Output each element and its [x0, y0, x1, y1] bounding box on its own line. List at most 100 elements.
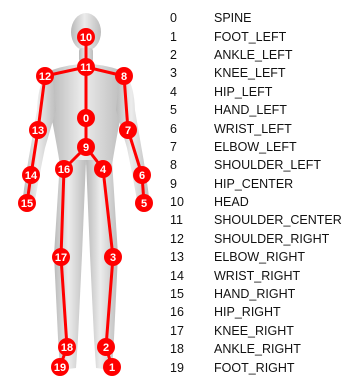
legend-joint-name: HIP_RIGHT: [214, 305, 281, 319]
joint-12: 12: [36, 67, 54, 85]
joint-number: 12: [39, 71, 51, 83]
joint-number: 8: [121, 71, 127, 83]
legend-index: 5: [170, 103, 214, 117]
legend-index: 15: [170, 287, 214, 301]
legend-joint-name: HEAD: [214, 195, 249, 209]
joint-number: 0: [83, 113, 89, 125]
legend-joint-name: HAND_LEFT: [214, 103, 287, 117]
joint-number: 13: [32, 125, 44, 137]
joint-number: 18: [61, 342, 73, 354]
legend-index: 9: [170, 177, 214, 191]
legend-index: 6: [170, 122, 214, 136]
legend-joint-name: SPINE: [214, 11, 252, 25]
legend-row: 3KNEE_LEFT: [170, 64, 342, 82]
joint-number: 10: [80, 32, 92, 44]
legend-index: 19: [170, 361, 214, 375]
legend-row: 7ELBOW_LEFT: [170, 138, 342, 156]
legend-index: 11: [170, 213, 214, 227]
joint-number: 14: [25, 170, 38, 182]
joint-number: 16: [58, 164, 70, 176]
legend-joint-name: KNEE_LEFT: [214, 66, 286, 80]
legend-joint-name: SHOULDER_RIGHT: [214, 232, 329, 246]
legend-joint-name: ELBOW_LEFT: [214, 140, 297, 154]
joint-3: 3: [104, 248, 122, 266]
joint-number: 9: [83, 142, 89, 154]
joint-17: 17: [52, 248, 70, 266]
joint-number: 15: [21, 198, 33, 210]
joint-1: 1: [103, 358, 121, 376]
legend-index: 1: [170, 30, 214, 44]
joint-14: 14: [22, 166, 40, 184]
legend-joint-name: ELBOW_RIGHT: [214, 250, 305, 264]
legend-row: 12SHOULDER_RIGHT: [170, 230, 342, 248]
legend-joint-name: WRIST_LEFT: [214, 122, 292, 136]
joint-number: 2: [103, 342, 109, 354]
joint-4: 4: [94, 160, 112, 178]
joint-9: 9: [77, 138, 95, 156]
joint-number: 4: [100, 164, 107, 176]
legend-index: 13: [170, 250, 214, 264]
joint-16: 16: [55, 160, 73, 178]
joint-number: 6: [139, 170, 145, 182]
legend-row: 11SHOULDER_CENTER: [170, 211, 342, 229]
joint-number: 5: [141, 198, 147, 210]
legend-joint-name: KNEE_RIGHT: [214, 324, 294, 338]
legend-index: 0: [170, 11, 214, 25]
legend-row: 6WRIST_LEFT: [170, 119, 342, 137]
legend-joint-name: SHOULDER_LEFT: [214, 158, 321, 172]
legend-joint-name: HIP_LEFT: [214, 85, 272, 99]
joint-number: 7: [125, 125, 131, 137]
legend-joint-name: FOOT_RIGHT: [214, 361, 295, 375]
joint-0: 0: [77, 109, 95, 127]
joint-5: 5: [135, 194, 153, 212]
legend-joint-name: FOOT_LEFT: [214, 30, 286, 44]
joint-number: 17: [55, 252, 67, 264]
joint-7: 7: [119, 121, 137, 139]
legend-index: 3: [170, 66, 214, 80]
legend-joint-name: ANKLE_RIGHT: [214, 342, 301, 356]
legend-index: 7: [170, 140, 214, 154]
legend-row: 2ANKLE_LEFT: [170, 46, 342, 64]
silhouette-arm-left: [116, 70, 150, 206]
legend-index: 4: [170, 85, 214, 99]
legend-index: 14: [170, 269, 214, 283]
joint-15: 15: [18, 194, 36, 212]
legend-joint-name: HIP_CENTER: [214, 177, 293, 191]
joint-10: 10: [77, 28, 95, 46]
legend-index: 18: [170, 342, 214, 356]
legend-index: 2: [170, 48, 214, 62]
joint-number: 19: [54, 362, 66, 374]
joint-number: 1: [109, 362, 115, 374]
joint-6: 6: [133, 166, 151, 184]
legend-index: 10: [170, 195, 214, 209]
legend-joint-name: SHOULDER_CENTER: [214, 213, 342, 227]
joint-19: 19: [51, 358, 69, 376]
joint-2: 2: [97, 338, 115, 356]
joint-18: 18: [58, 338, 76, 356]
legend-joint-name: HAND_RIGHT: [214, 287, 295, 301]
joint-11: 11: [77, 58, 95, 76]
legend-joint-name: ANKLE_LEFT: [214, 48, 293, 62]
legend-index: 8: [170, 158, 214, 172]
joint-number: 3: [110, 252, 116, 264]
joint-number: 11: [80, 62, 92, 74]
joint-13: 13: [29, 121, 47, 139]
legend-index: 17: [170, 324, 214, 338]
joint-8: 8: [115, 67, 133, 85]
